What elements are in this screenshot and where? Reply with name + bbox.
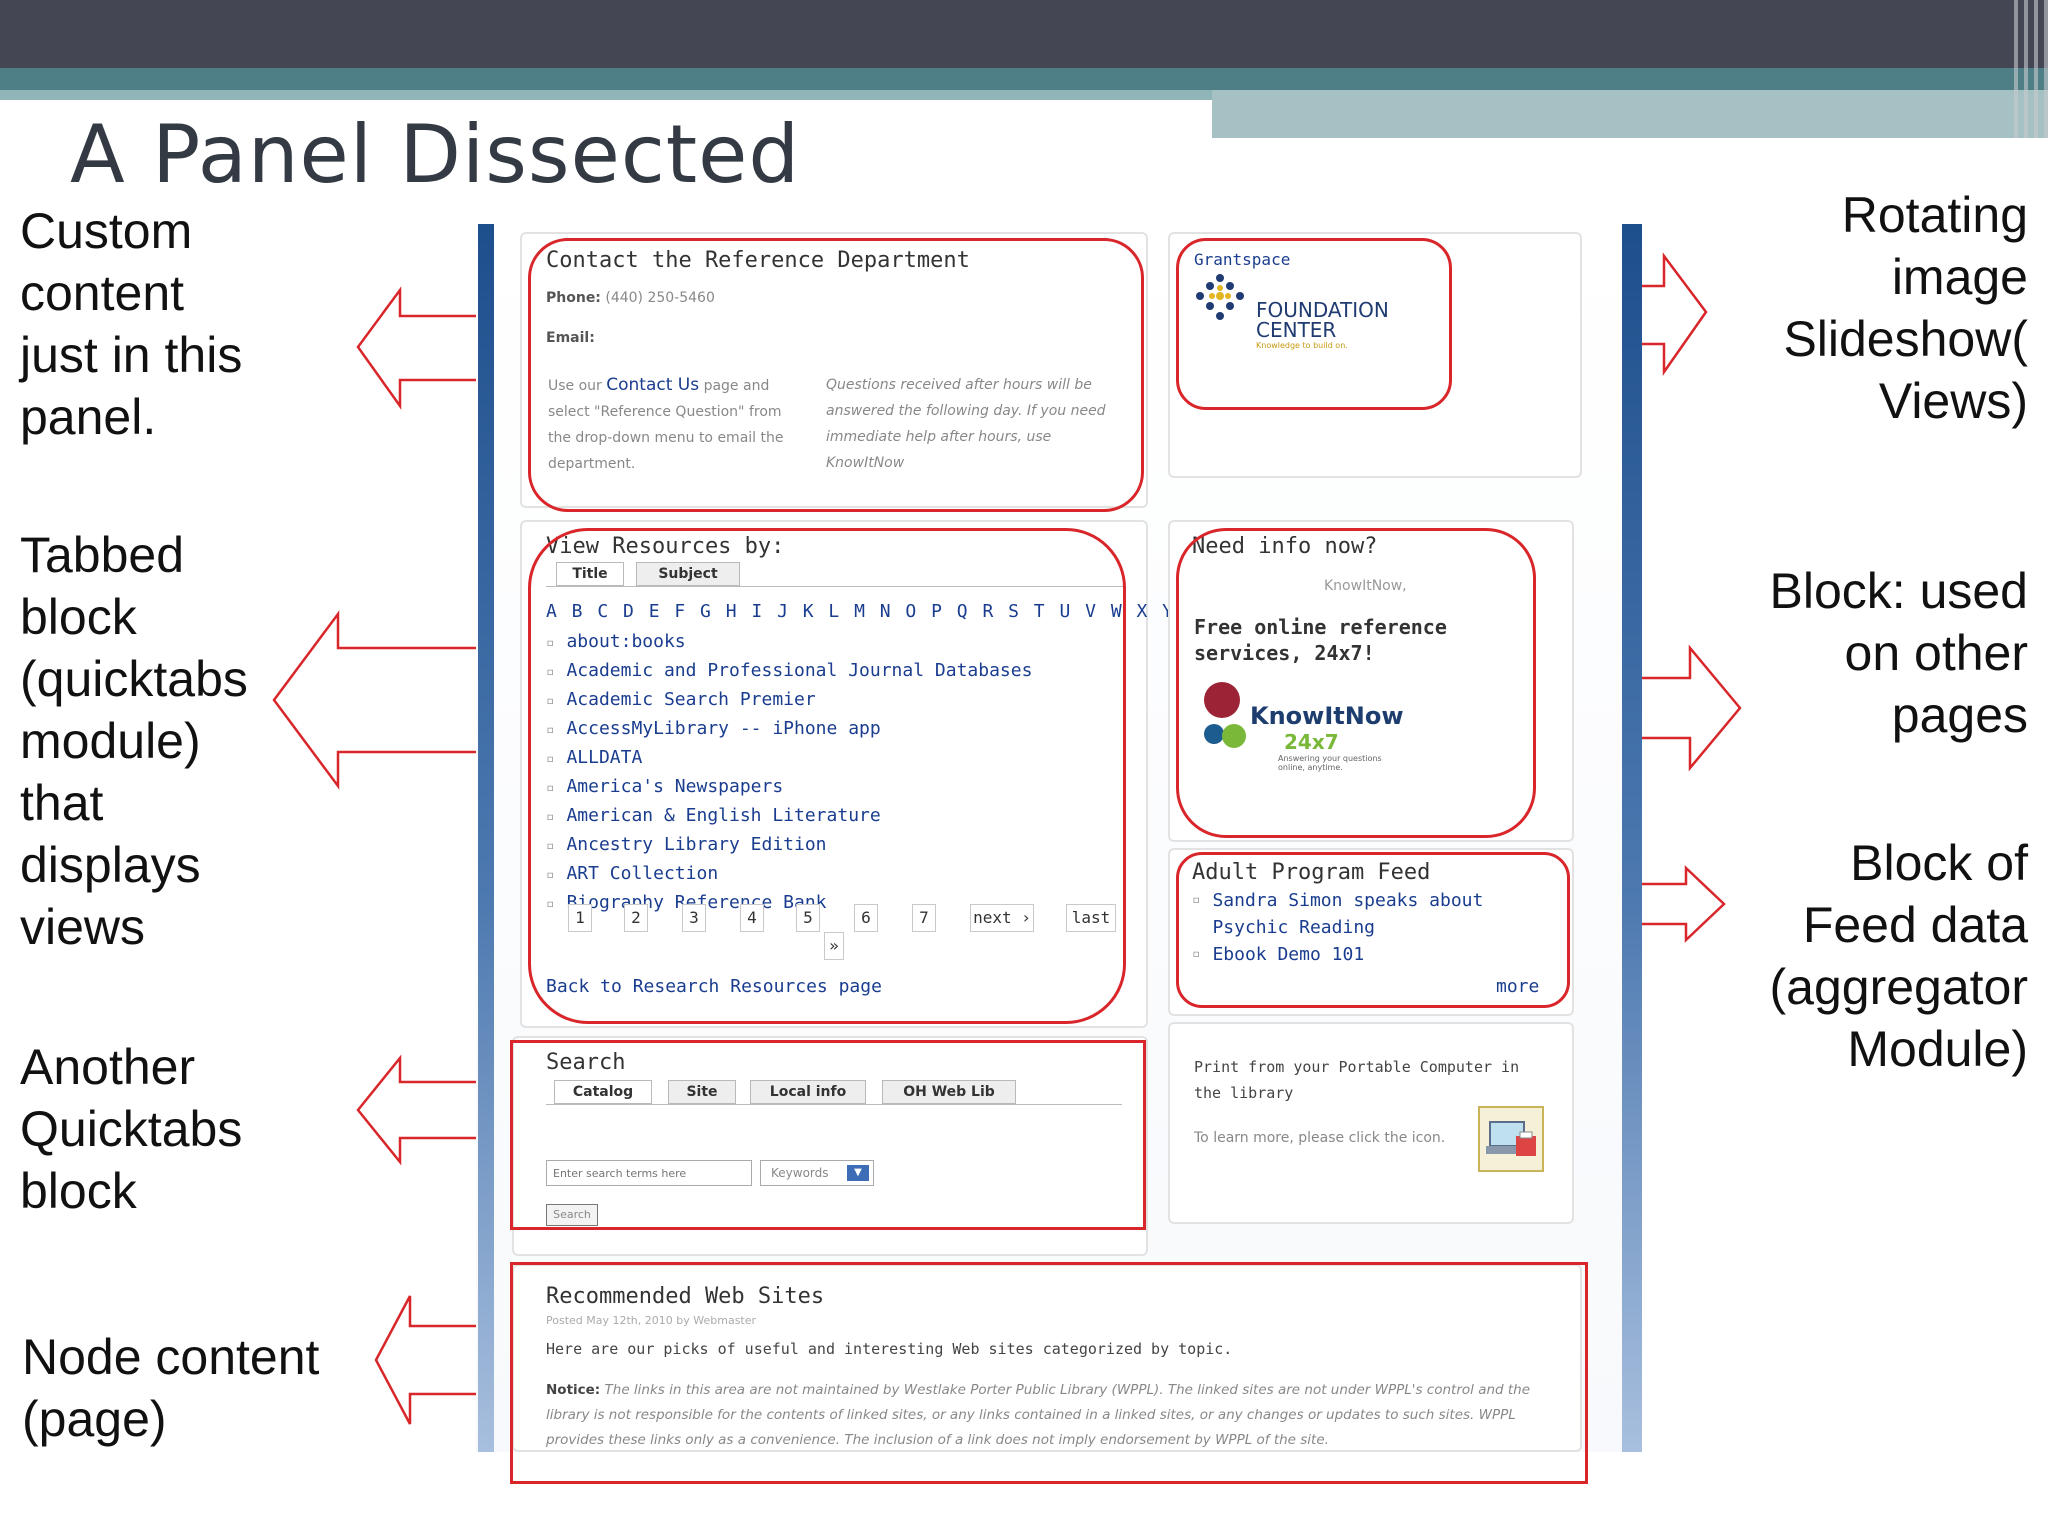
chevron-down-icon: ▼ [847,1165,869,1181]
annotation-another-quicktabs: Another Quicktabs block [20,1039,243,1219]
resources-title: View Resources by: [546,534,785,559]
slide-header-bar [0,0,2048,68]
knowitnow-247: 24x7 [1284,730,1339,754]
contact-email-label: Email: [546,330,595,346]
list-item[interactable]: ▫Ebook Demo 101 [1192,944,1365,965]
search-title: Search [546,1050,626,1075]
pager-page-5[interactable]: 5 [796,904,820,932]
annotation-node-content: Node content (page) [22,1329,320,1447]
contact-phone: Phone: (440) 250-5460 [546,290,715,306]
pager-page-2[interactable]: 2 [624,904,648,932]
knowitnow-tagline: Answering your questions online, anytime… [1278,754,1382,772]
feed-title: Adult Program Feed [1192,860,1431,885]
feed-panel [1168,848,1574,1016]
pager-page-6[interactable]: 6 [854,904,878,932]
print-title: Print from your Portable Computer in the… [1194,1058,1520,1102]
list-item[interactable]: Ancestry Library Edition [546,831,1032,860]
annotation-tabbed-block: Tabbed block (quicktabs module) that dis… [20,527,248,955]
tab-title[interactable]: Title [556,562,624,586]
grantspace-panel [1168,232,1582,478]
print-body: To learn more, please click the icon. [1194,1130,1446,1146]
list-item[interactable]: ▫Sandra Simon speaks about Psychic Readi… [1192,890,1484,938]
knowitnow-logo-icon [1204,682,1246,748]
search-tabs-divider [546,1104,1122,1105]
pager-last[interactable]: last [1066,904,1116,932]
foundation-center-logo-icon [1196,274,1244,320]
pager-page-3[interactable]: 3 [682,904,706,932]
search-input[interactable] [546,1160,752,1186]
pager-more[interactable]: » [824,932,844,960]
contact-panel [520,232,1148,508]
need-info-panel [1168,520,1574,842]
need-info-title: Need info now? [1192,534,1378,559]
print-panel [1168,1022,1574,1224]
annotation-block-other-pages: Block: used on other pages [1769,563,2028,743]
tab-subject[interactable]: Subject [636,562,740,586]
list-item[interactable]: ART Collection [546,860,1032,889]
recommended-title: Recommended Web Sites [546,1284,825,1309]
slide-header-light-band [0,90,1212,100]
foundation-center-logo[interactable]: FOUNDATION CENTER Knowledge to build on. [1256,298,1389,350]
feed-more-link[interactable]: more [1496,976,1540,997]
feed-list: ▫Sandra Simon speaks about Psychic Readi… [1192,887,1532,968]
tab-site[interactable]: Site [668,1080,736,1104]
contact-left-text: Use our Contact Us page and select "Refe… [548,375,784,472]
search-panel [512,1036,1148,1256]
slide-header-teal-band [0,68,2048,90]
tab-oh-web-lib[interactable]: OH Web Lib [882,1080,1016,1104]
slide-header-right-band [1212,90,2048,138]
recommended-posted: Posted May 12th, 2010 by Webmaster [546,1314,757,1327]
recommended-intro: Here are our picks of useful and interes… [546,1340,1233,1358]
pager-next[interactable]: next › [970,904,1034,932]
annotation-custom-content: Custom content just in this panel. [20,203,243,445]
annotation-rotating-slideshow: Rotating image Slideshow( Views) [1783,187,2028,429]
tab-catalog[interactable]: Catalog [554,1080,652,1104]
search-type-select[interactable]: Keywords ▼ [760,1160,874,1186]
grantspace-title[interactable]: Grantspace [1194,250,1291,269]
recommended-notice: Notice: The links in this area are not m… [546,1382,1531,1448]
list-item[interactable]: ALLDATA [546,744,1032,773]
pager-page-7[interactable]: 7 [912,904,936,932]
list-item[interactable]: Academic and Professional Journal Databa… [546,657,1032,686]
list-item[interactable]: AccessMyLibrary -- iPhone app [546,715,1032,744]
list-item[interactable]: Academic Search Premier [546,686,1032,715]
list-item[interactable]: America's Newspapers [546,773,1032,802]
pager-page-1[interactable]: 1 [568,904,592,932]
resource-list: about:books Academic and Professional Jo… [546,628,1032,918]
list-item[interactable]: American & English Literature [546,802,1032,831]
tab-local-info[interactable]: Local info [750,1080,866,1104]
printer-laptop-icon[interactable] [1478,1106,1544,1172]
recommended-panel [512,1264,1582,1452]
back-to-resources-link[interactable]: Back to Research Resources page [546,976,882,997]
knowitnow-logo[interactable]: KnowItNow [1250,702,1404,730]
need-info-headline: Free online reference services, 24x7! [1194,615,1447,665]
list-item[interactable]: Biography Reference Bank [546,889,1032,918]
annotation-feed-block: Block of Feed data (aggregator Module) [1769,835,2029,1077]
contact-title: Contact the Reference Department [546,248,970,273]
pager-page-4[interactable]: 4 [740,904,764,932]
contact-us-link[interactable]: Contact Us [606,375,700,395]
alphabet-index[interactable]: A B C D E F G H I J K L M N O P Q R S T … [546,601,1201,622]
search-button[interactable]: Search [546,1204,598,1226]
screenshot-left-border [478,224,494,1452]
need-info-sub: KnowItNow, [1324,578,1407,594]
contact-right-text: Questions received after hours will be a… [826,377,1106,471]
slide-header-stripes [1978,0,2048,138]
screenshot-right-border [1622,224,1642,1452]
list-item[interactable]: about:books [546,628,1032,657]
tabs-divider [546,586,1126,587]
slide-title: A Panel Dissected [70,108,801,201]
